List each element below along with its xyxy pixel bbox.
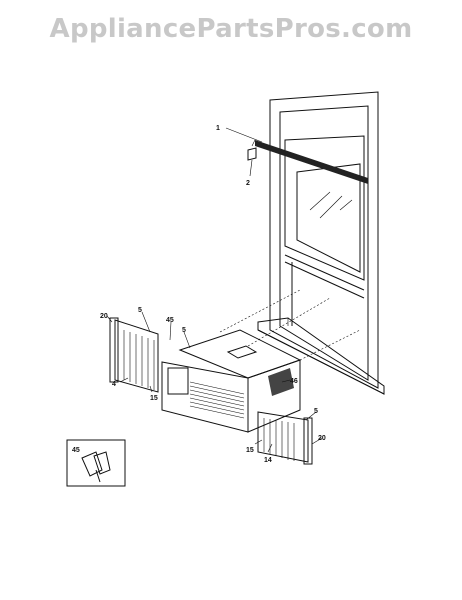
part-label-1: 1 <box>216 125 220 132</box>
part-label-45: 45 <box>72 447 80 454</box>
part-label-5: 5 <box>314 408 318 415</box>
watermark-text: AppliancePartsPros.com <box>49 14 413 44</box>
part-label-46: 46 <box>290 378 298 385</box>
part-label-2: 2 <box>246 180 250 187</box>
part-label-14: 14 <box>264 457 272 464</box>
part-label-20: 20 <box>100 313 108 320</box>
part-label-20: 20 <box>318 435 326 442</box>
part-label-45: 45 <box>166 317 174 324</box>
ac-unit-body <box>161 289 361 433</box>
part-label-5: 5 <box>182 327 186 334</box>
leader-lines <box>106 127 323 453</box>
window-glass-pane <box>296 163 361 273</box>
window-frame <box>257 91 385 395</box>
part-label-15: 15 <box>246 447 254 454</box>
part-label-4: 4 <box>112 381 116 388</box>
part-label-15: 15 <box>150 395 158 402</box>
top-rail-part <box>247 139 368 184</box>
right-side-curtain <box>257 411 313 465</box>
inset-detail-box <box>66 439 126 487</box>
left-side-curtain <box>109 317 159 393</box>
front-grille <box>189 381 245 419</box>
part-labels: 1 2 5 20 45 5 4 15 46 5 20 15 14 45 <box>72 125 326 464</box>
part-label-5: 5 <box>138 307 142 314</box>
